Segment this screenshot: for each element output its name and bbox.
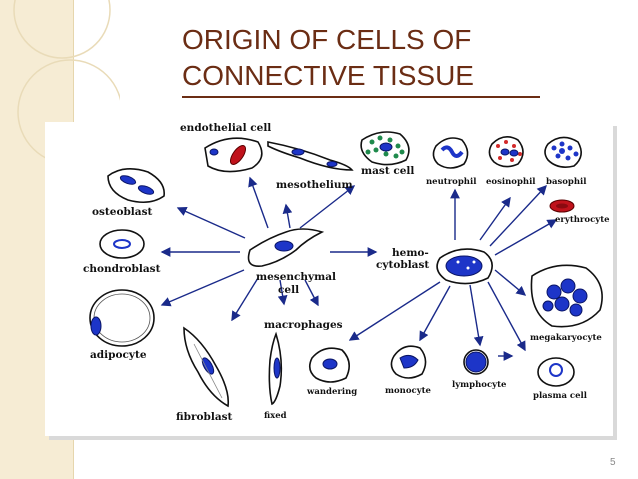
label-fixed: fixed xyxy=(264,411,287,421)
title-underline xyxy=(182,96,540,98)
label-mesenchymal-line1: mesenchymal xyxy=(256,271,336,283)
megakaryocyte-cell xyxy=(530,264,603,328)
chondroblast-cell xyxy=(99,229,145,259)
label-lymphocyte: lymphocyte xyxy=(452,380,507,390)
label-eosinophil: eosinophil xyxy=(486,177,536,187)
hemocytoblast-cell xyxy=(436,248,493,285)
title-line-2: CONNECTIVE TISSUE xyxy=(182,60,474,91)
label-basophil: basophil xyxy=(546,177,587,187)
osteoblast-cell xyxy=(107,168,165,204)
label-erythrocyte: erythrocyte xyxy=(555,215,610,225)
wandering-macrophage-cell xyxy=(308,347,350,383)
mesothelium-cell xyxy=(267,141,354,171)
label-chondroblast: chondroblast xyxy=(83,263,161,275)
title-line-1: ORIGIN OF CELLS OF xyxy=(182,24,472,55)
label-fibroblast: fibroblast xyxy=(176,411,233,423)
hemocytoblast-arrows xyxy=(348,184,558,361)
fibroblast-cell xyxy=(183,326,230,408)
label-neutrophil: neutrophil xyxy=(426,177,477,187)
label-monocyte: monocyte xyxy=(385,386,432,396)
lymphocyte-cell xyxy=(463,349,489,375)
slide-title: ORIGIN OF CELLS OF CONNECTIVE TISSUE xyxy=(182,22,542,94)
label-plasma-cell: plasma cell xyxy=(533,391,588,401)
adipocyte-cell xyxy=(89,289,155,347)
mast-cell xyxy=(360,131,410,166)
erythrocyte-cell xyxy=(549,199,575,213)
label-megakaryocyte: megakaryocyte xyxy=(530,333,602,343)
monocyte-cell xyxy=(390,345,427,379)
eosinophil-cell xyxy=(488,136,524,168)
mesenchymal-arrows xyxy=(160,176,378,322)
label-mesenchymal-line2: cell xyxy=(278,284,299,296)
label-endothelial-cell: endothelial cell xyxy=(180,122,271,134)
label-mast-cell: mast cell xyxy=(361,165,414,177)
neutrophil-cell xyxy=(432,137,469,169)
mesenchymal-cell xyxy=(247,228,325,267)
basophil-cell xyxy=(544,136,582,168)
label-mesothelium: mesothelium xyxy=(276,179,353,191)
page-number: 5 xyxy=(610,457,616,468)
label-macrophages: macrophages xyxy=(264,319,343,331)
plasma-cell xyxy=(537,357,575,387)
fixed-macrophage-cell xyxy=(268,331,283,406)
label-hemocytoblast-line2: cytoblast xyxy=(376,259,429,271)
label-adipocyte: adipocyte xyxy=(90,349,147,361)
label-osteoblast: osteoblast xyxy=(92,206,152,218)
label-wandering: wandering xyxy=(306,387,357,397)
label-hemocytoblast-line1: hemo- xyxy=(392,247,429,259)
endothelial-cell xyxy=(204,137,263,173)
